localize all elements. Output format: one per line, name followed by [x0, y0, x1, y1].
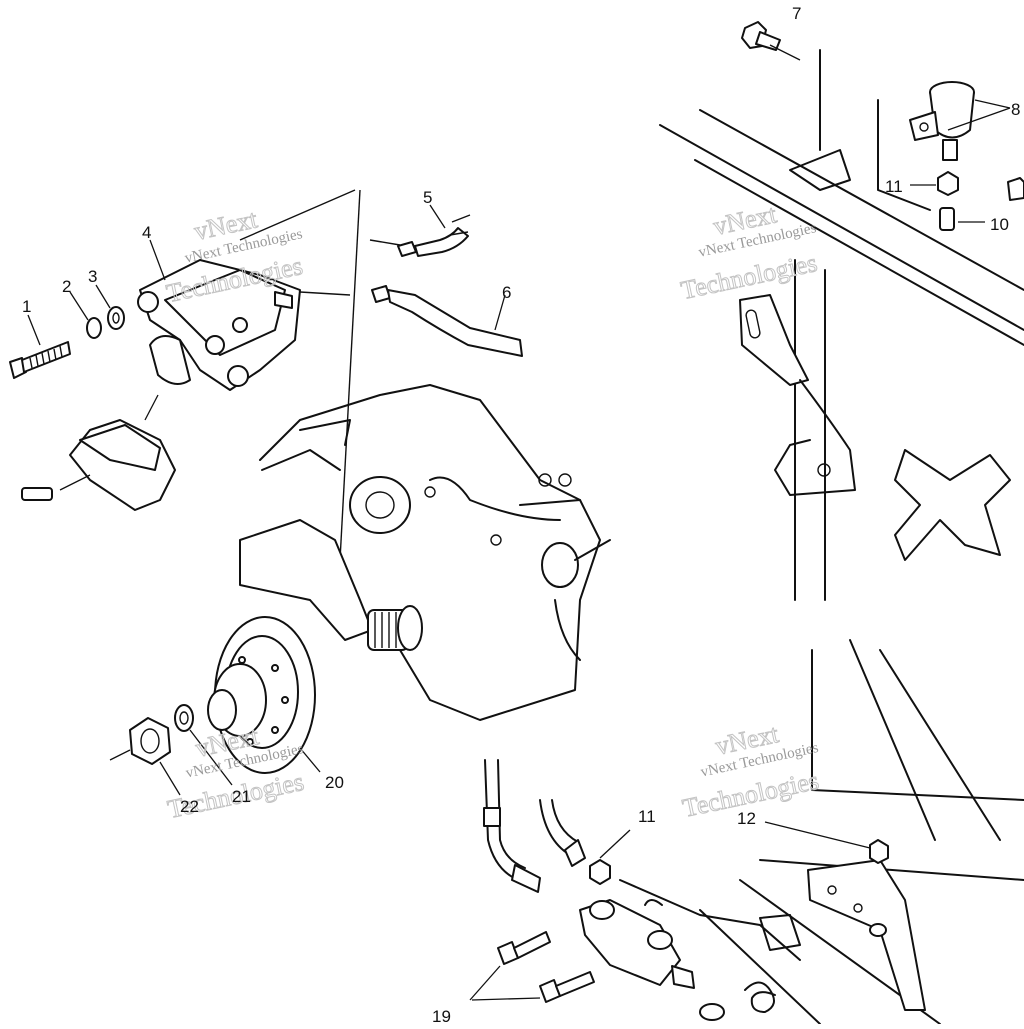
bolt-1 [9, 314, 71, 379]
frame-assembly [659, 49, 1024, 1025]
bolts-19 [469, 931, 595, 1003]
callout-1: 1 [22, 297, 31, 316]
callout-11-lower: 11 [638, 807, 656, 826]
nut-11-lower [589, 829, 631, 885]
callout-4: 4 [142, 223, 151, 242]
bolt-7 [741, 21, 801, 61]
gearcase [239, 384, 611, 721]
callout-2: 2 [62, 277, 71, 296]
leader-lines [239, 189, 401, 561]
callout-11-top: 11 [885, 177, 903, 196]
callout-7: 7 [792, 4, 801, 23]
callout-20: 20 [325, 773, 344, 792]
callout-10: 10 [990, 215, 1009, 234]
washer-21 [174, 704, 233, 786]
callout-8: 8 [1011, 100, 1020, 119]
callout-21: 21 [232, 787, 251, 806]
part-callouts: 1 2 3 4 5 6 7 8 10 11 11 12 19 20 21 22 [22, 4, 1020, 1026]
master-cylinder [579, 879, 801, 989]
reservoir-8 [909, 81, 1011, 161]
callout-19: 19 [432, 1007, 451, 1024]
spring-and-pin [699, 981, 776, 1021]
callout-6: 6 [502, 283, 511, 302]
brake-pad-bracket [21, 394, 176, 511]
nut-22 [109, 717, 181, 796]
nut-11-top [910, 171, 1024, 231]
callout-22: 22 [180, 797, 199, 816]
brake-disc-20 [207, 616, 321, 774]
washer-2 [69, 291, 102, 339]
hose-6 [371, 285, 523, 357]
watermark-top-right: vNext Technologies vNext Technologies [678, 199, 820, 306]
caliper-4 [137, 239, 301, 391]
fitting-5 [397, 204, 471, 257]
cable-assembly [483, 759, 586, 893]
callout-12: 12 [737, 809, 756, 828]
washer-3 [95, 284, 125, 330]
watermark-bottom-right: vNext Technologies vNext Technologies [679, 718, 821, 823]
bracket-12 [759, 821, 926, 1011]
callout-5: 5 [423, 188, 432, 207]
callout-3: 3 [88, 267, 97, 286]
